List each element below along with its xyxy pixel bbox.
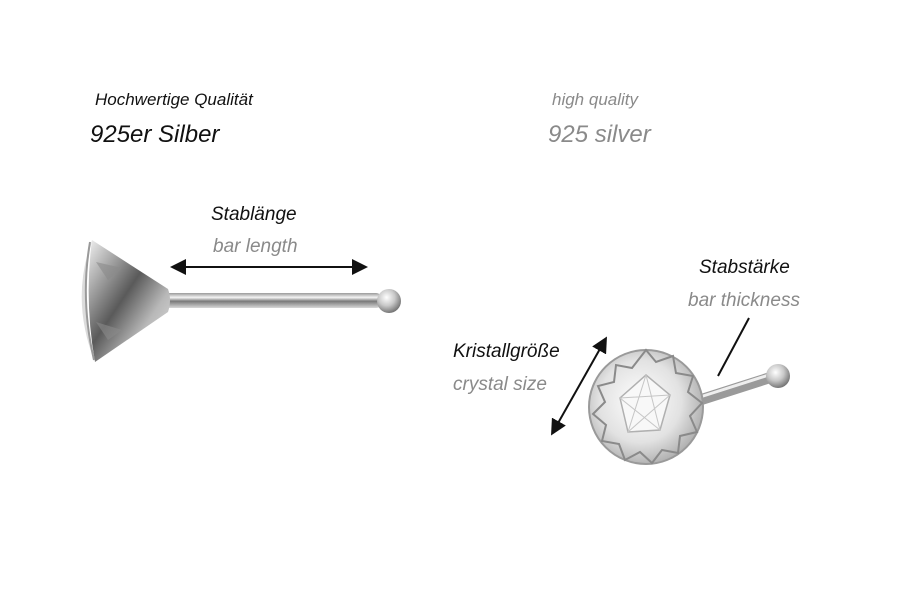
bar-thickness-pointer	[717, 317, 750, 377]
en-material-label: 925 silver	[548, 121, 651, 148]
bar-length-label-de: Stablänge	[211, 204, 297, 225]
bar-thickness-label-en: bar thickness	[688, 290, 800, 311]
crystal-size-label-de: Kristallgröße	[453, 341, 560, 362]
bar-thickness-label-de: Stabstärke	[699, 257, 790, 278]
de-quality-label: Hochwertige Qualität	[95, 90, 253, 109]
de-material-label: 925er Silber	[90, 121, 220, 148]
side-view-stud	[81, 240, 401, 362]
bar-length-label-en: bar length	[213, 236, 298, 257]
crystal-size-arrow	[551, 336, 607, 436]
crystal-size-label-en: crystal size	[453, 374, 547, 395]
en-quality-label: high quality	[552, 90, 639, 109]
front-view-stud	[588, 348, 790, 465]
